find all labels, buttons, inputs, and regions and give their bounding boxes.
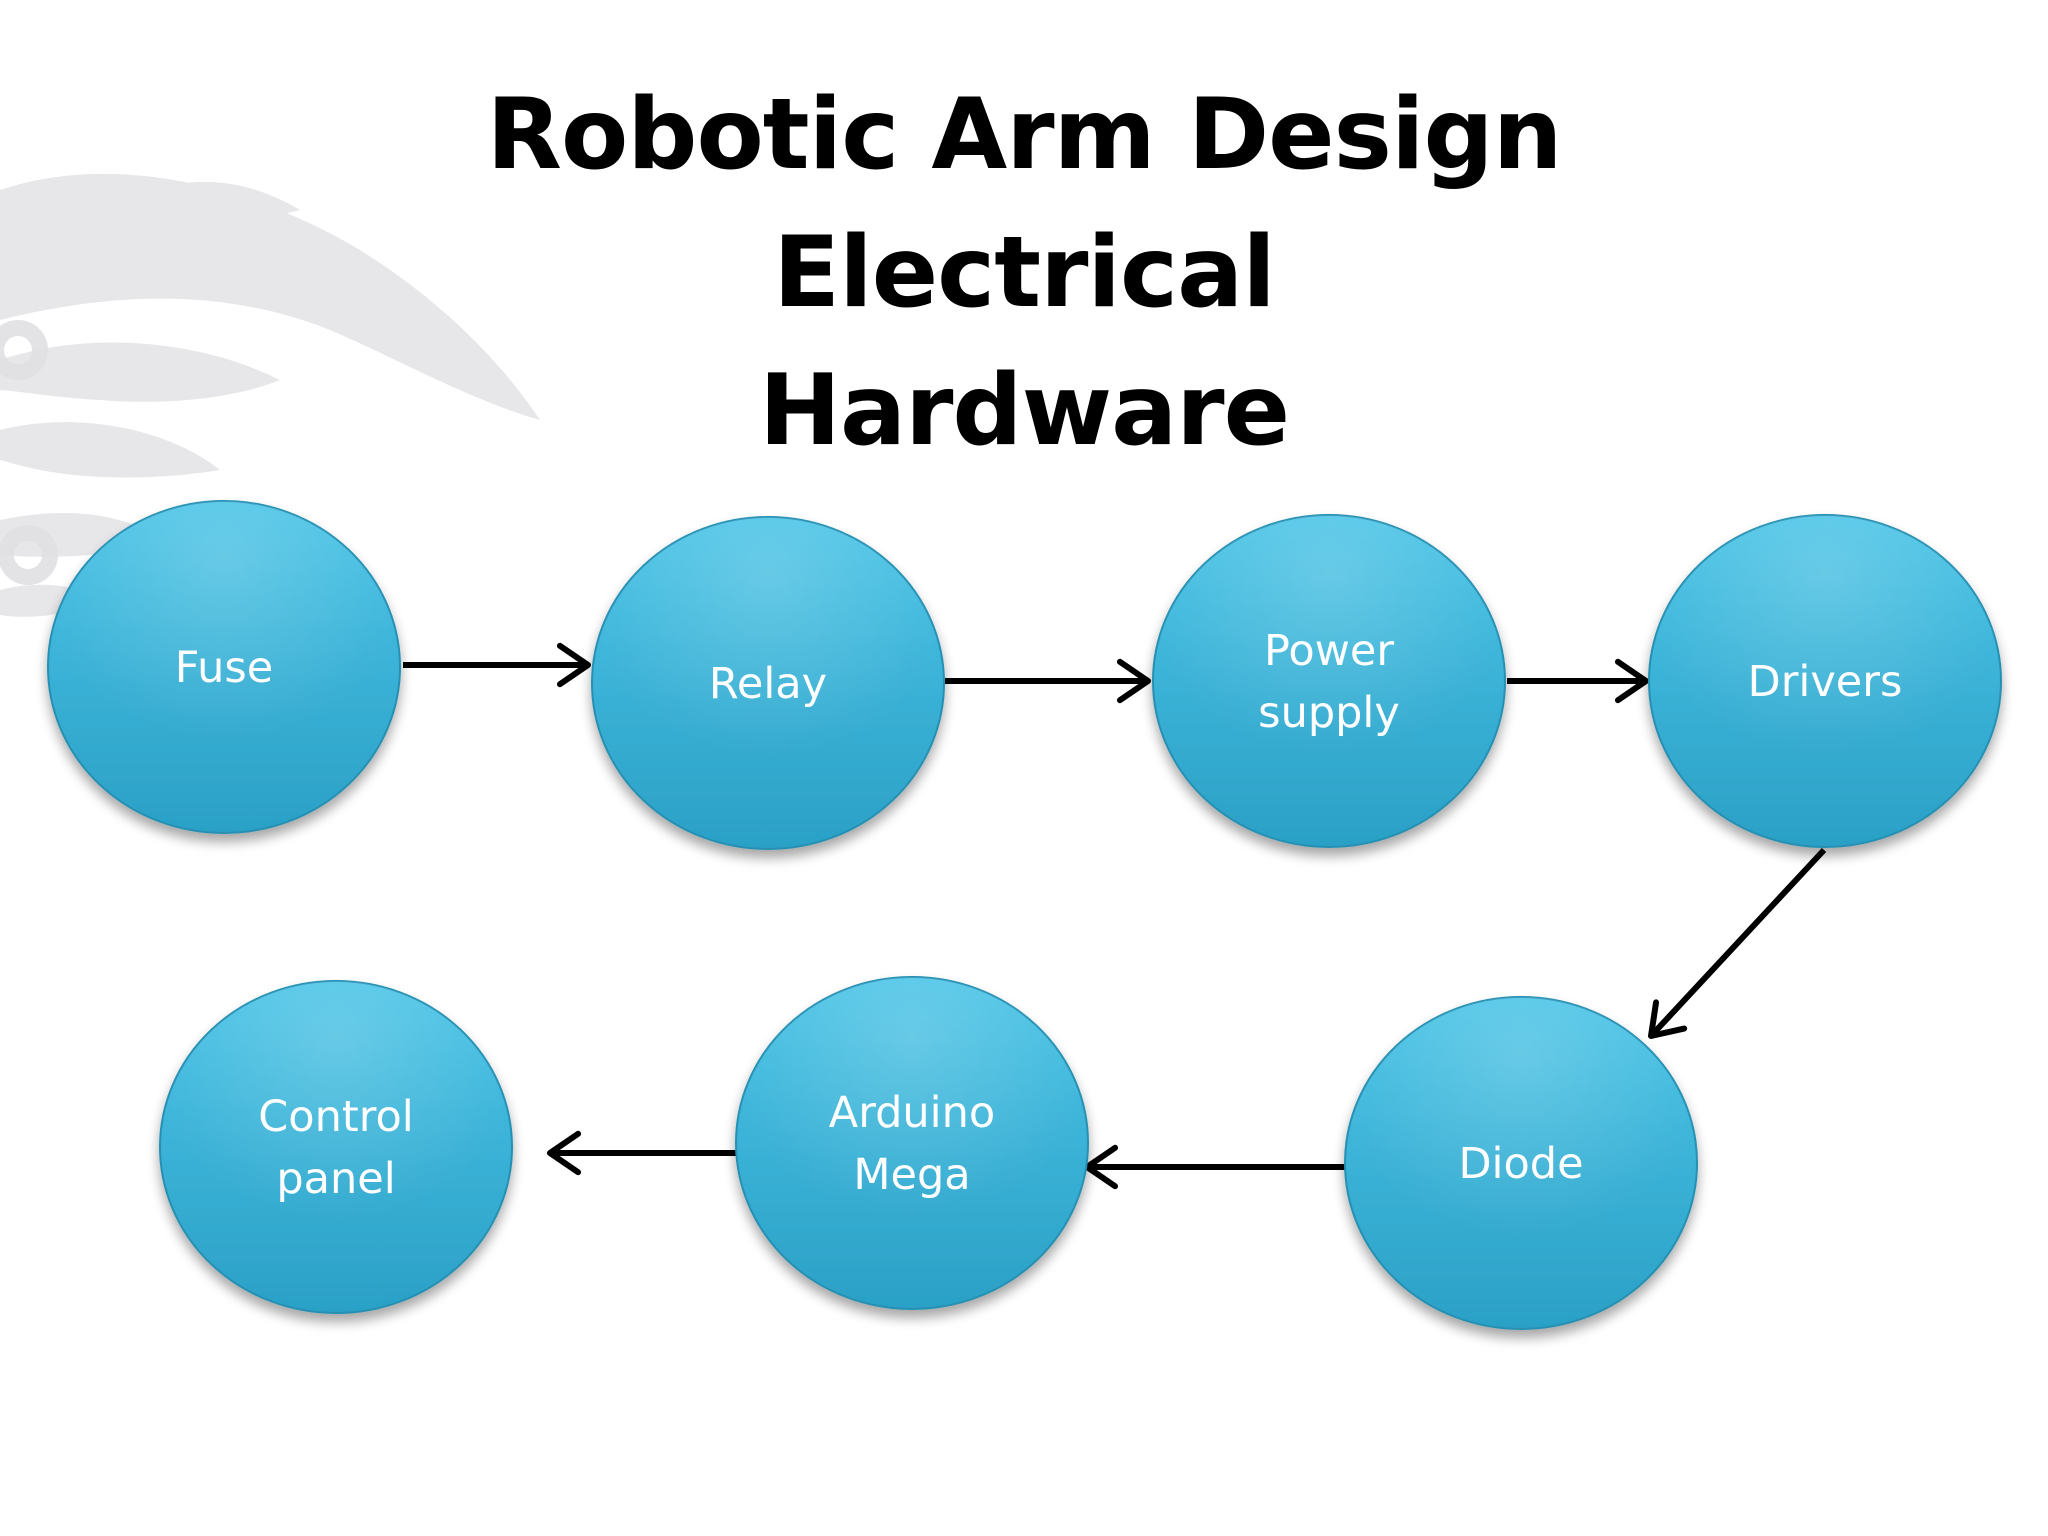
node-label: panel bbox=[276, 1154, 395, 1204]
node-label: Drivers bbox=[1748, 657, 1903, 707]
node-label: Diode bbox=[1458, 1139, 1583, 1189]
arrow-head-icon bbox=[1116, 658, 1151, 704]
arrow-shaft bbox=[1648, 847, 1827, 1039]
arrow-relay-to-power-supply bbox=[945, 658, 1151, 704]
arrow-fuse-to-relay bbox=[403, 642, 591, 688]
arrow-head-icon bbox=[1614, 658, 1649, 704]
node-relay: Relay bbox=[591, 516, 945, 850]
node-highlight bbox=[592, 517, 944, 849]
node-power-supply: Power supply bbox=[1152, 514, 1506, 848]
node-label: Power bbox=[1264, 626, 1394, 676]
node-highlight bbox=[1649, 515, 2001, 847]
node-label: Mega bbox=[853, 1150, 970, 1200]
node-fuse: Fuse bbox=[47, 500, 401, 834]
node-label: Arduino bbox=[829, 1088, 995, 1138]
edges-layer bbox=[403, 642, 1827, 1190]
arrow-drivers-to-diode bbox=[1648, 847, 1827, 1039]
slide-title: Robotic Arm Design Electrical Hardware bbox=[224, 66, 1824, 480]
title-line-1: Robotic Arm Design Electrical bbox=[486, 78, 1563, 330]
arrow-arduino-mega-to-control-panel bbox=[547, 1130, 736, 1176]
arrow-head-icon bbox=[556, 642, 591, 688]
node-highlight bbox=[736, 977, 1088, 1309]
node-highlight bbox=[160, 981, 512, 1313]
node-control-panel: Control panel bbox=[159, 980, 513, 1314]
node-highlight bbox=[1345, 997, 1697, 1329]
node-drivers: Drivers bbox=[1648, 514, 2002, 848]
node-highlight bbox=[48, 501, 400, 833]
node-highlight bbox=[1153, 515, 1505, 847]
arrow-head-icon bbox=[1648, 999, 1688, 1039]
node-label: Relay bbox=[709, 659, 827, 709]
arrow-head-icon bbox=[547, 1130, 582, 1176]
node-label: Fuse bbox=[175, 643, 274, 693]
node-diode: Diode bbox=[1344, 996, 1698, 1330]
arrow-diode-to-arduino-mega bbox=[1084, 1144, 1345, 1190]
title-line-2: Hardware bbox=[758, 354, 1290, 468]
arrow-power-supply-to-drivers bbox=[1507, 658, 1649, 704]
node-label: supply bbox=[1258, 688, 1400, 738]
node-label: Control bbox=[258, 1092, 413, 1142]
